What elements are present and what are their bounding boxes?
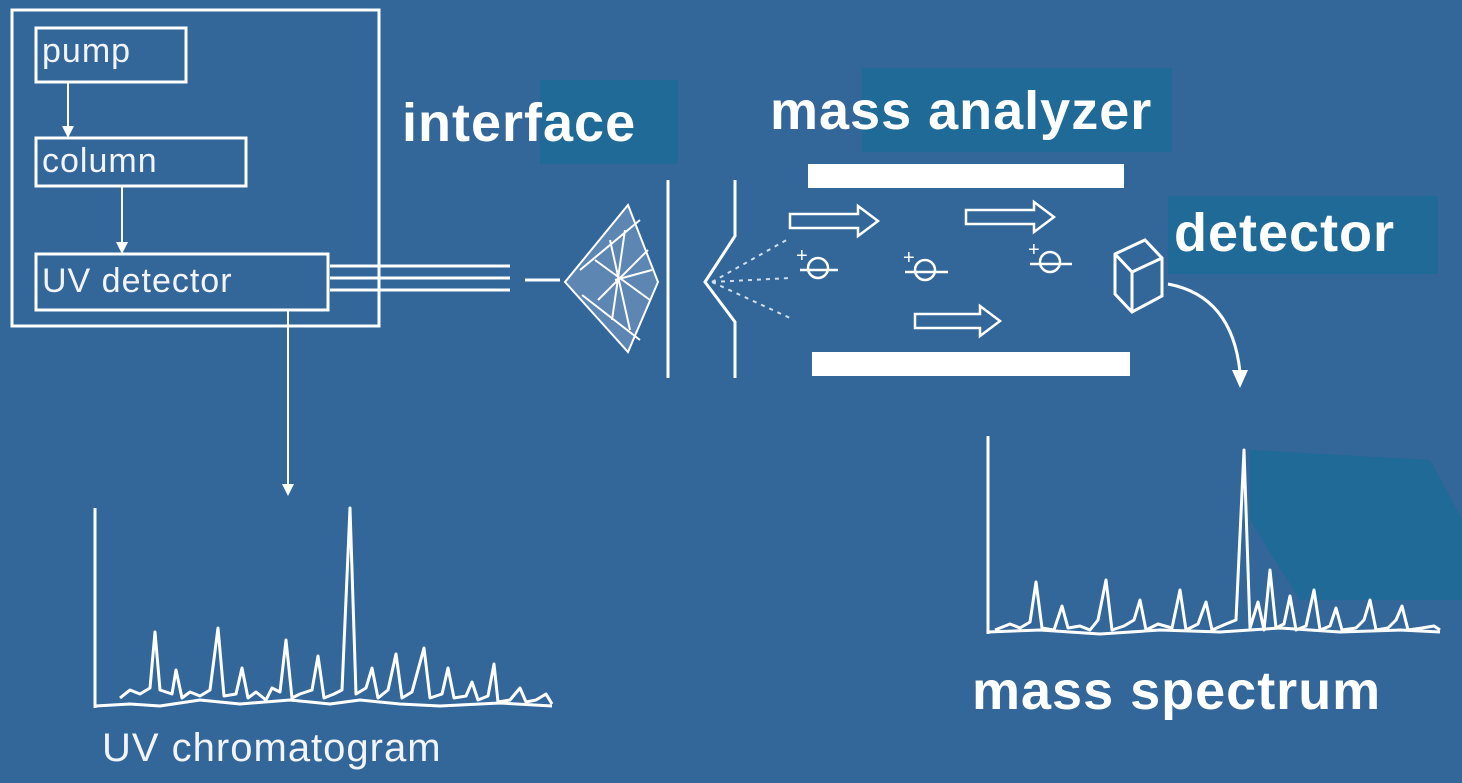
ion-flow-arrow [788, 203, 881, 239]
uv-detector-label: UV detector [42, 262, 233, 300]
ion: + [903, 247, 948, 282]
transfer-line [330, 264, 560, 292]
mass-spectrum [986, 436, 1441, 636]
ion-flow-arrow [913, 303, 1003, 339]
analyzer-rod-bottom [812, 352, 1130, 376]
mass-analyzer-label-highlight [862, 68, 1172, 152]
column-box [34, 136, 248, 188]
spray-plume [563, 203, 660, 354]
ion-charge-label: + [1028, 239, 1040, 261]
pump-box [34, 26, 188, 84]
ion-beam-lines [711, 237, 791, 319]
analyzer-rod-top [808, 164, 1124, 188]
uv-chromatogram-label: UV chromatogram [102, 726, 442, 770]
ion-flow-arrows [788, 199, 1057, 339]
column-label: column [42, 142, 158, 180]
uv-to-chromatogram-arrow [282, 310, 294, 496]
pump-to-column-arrow [62, 82, 74, 138]
uv-detector-box [34, 252, 330, 312]
detector-to-spectrum-arrow [1167, 282, 1248, 388]
interface-label: interface [402, 93, 637, 153]
uv-chromatogram-trace [119, 506, 554, 705]
uv-chromatogram-baseline [94, 698, 553, 708]
interface-plates [666, 180, 737, 378]
mass-spectrum-label: mass spectrum [972, 661, 1382, 721]
pump-label: pump [42, 32, 132, 70]
ion: + [796, 245, 838, 280]
ion-charge-label: + [796, 245, 808, 267]
detector-label-highlight [1168, 196, 1438, 274]
ions: + + + [796, 239, 1072, 282]
ion-flow-arrow [964, 199, 1057, 235]
ion: + [1028, 239, 1072, 274]
interface-label-highlight [540, 80, 678, 164]
uv-chromatogram [93, 506, 554, 708]
spectrum-highlight [1250, 450, 1462, 600]
lc-system-box [10, 8, 381, 328]
mass-analyzer-label: mass analyzer [770, 81, 1153, 141]
column-to-uv-arrow [116, 186, 128, 254]
ion-charge-label: + [903, 247, 915, 269]
detector-cube [1113, 238, 1164, 314]
detector-label: detector [1174, 203, 1396, 263]
mass-spectrum-trace [994, 448, 1441, 632]
